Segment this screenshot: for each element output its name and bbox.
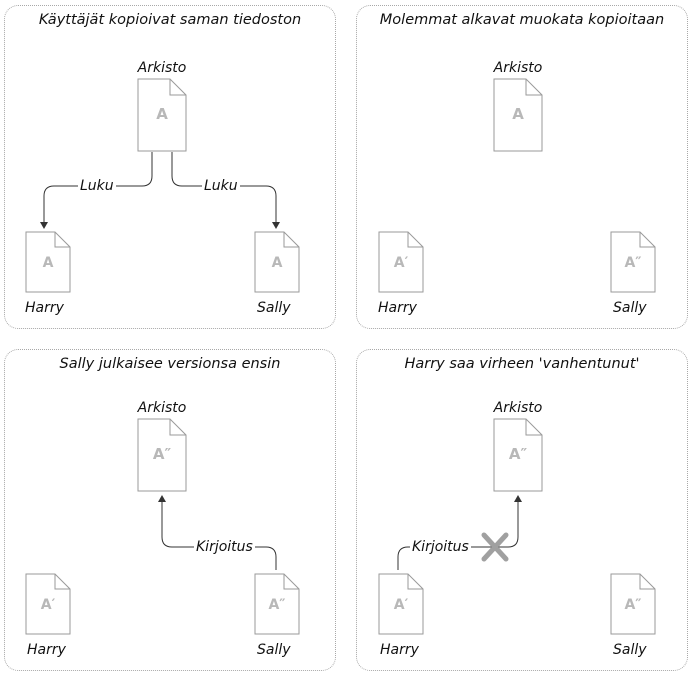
document-version: A″ xyxy=(624,255,642,271)
edge-label-write-sally: Kirjoitus xyxy=(194,539,255,555)
edge-label-read-harry: Luku xyxy=(78,178,116,194)
harry-document-icon: A′ xyxy=(378,573,424,635)
document-version: A′ xyxy=(40,597,56,613)
harry-label: Harry xyxy=(27,642,66,658)
harry-label: Harry xyxy=(378,300,417,316)
repo-document-icon: A xyxy=(137,78,187,152)
repo-document-icon: A″ xyxy=(137,418,187,492)
sally-document-icon: A″ xyxy=(610,231,656,293)
sally-document-icon: A″ xyxy=(610,573,656,635)
sally-label: Sally xyxy=(257,642,291,658)
harry-label: Harry xyxy=(380,642,419,658)
document-version: A″ xyxy=(508,445,528,463)
repo-label: Arkisto xyxy=(137,60,187,76)
sally-label: Sally xyxy=(613,642,647,658)
repo-label: Arkisto xyxy=(493,400,543,416)
document-version: A xyxy=(271,255,283,271)
repo-label: Arkisto xyxy=(493,60,543,76)
sally-document-icon: A″ xyxy=(254,573,300,635)
document-version: A xyxy=(156,105,168,123)
harry-document-icon: A′ xyxy=(378,231,424,293)
sally-document-icon: A xyxy=(254,231,300,293)
document-version: A′ xyxy=(393,597,409,613)
document-version: A xyxy=(512,105,524,123)
panel-modify: Molemmat alkavat muokata kopioitaan xyxy=(356,5,688,329)
panel-title: Harry saa virheen 'vanhentunut' xyxy=(404,356,640,372)
panel-copy: Käyttäjät kopioivat saman tiedoston xyxy=(4,5,336,329)
edge-label-read-sally: Luku xyxy=(202,178,240,194)
document-version: A″ xyxy=(624,597,642,613)
document-version: A″ xyxy=(268,597,286,613)
panel-title: Molemmat alkavat muokata kopioitaan xyxy=(379,12,665,28)
panel-title: Sally julkaisee versionsa ensin xyxy=(59,356,281,372)
sally-label: Sally xyxy=(613,300,647,316)
harry-document-icon: A xyxy=(25,231,71,293)
document-version: A′ xyxy=(393,255,409,271)
harry-document-icon: A′ xyxy=(25,573,71,635)
repo-label: Arkisto xyxy=(137,400,187,416)
panel-title: Käyttäjät kopioivat saman tiedoston xyxy=(38,12,302,28)
document-version: A″ xyxy=(152,445,172,463)
harry-label: Harry xyxy=(25,300,64,316)
repo-document-icon: A xyxy=(493,78,543,152)
document-version: A xyxy=(42,255,54,271)
sally-label: Sally xyxy=(257,300,291,316)
edge-label-write-harry: Kirjoitus xyxy=(410,539,471,555)
repo-document-icon: A″ xyxy=(493,418,543,492)
panel-publish: Sally julkaisee versionsa ensin xyxy=(4,349,336,671)
panel-out-of-date: Harry saa virheen 'vanhentunut' xyxy=(356,349,688,671)
